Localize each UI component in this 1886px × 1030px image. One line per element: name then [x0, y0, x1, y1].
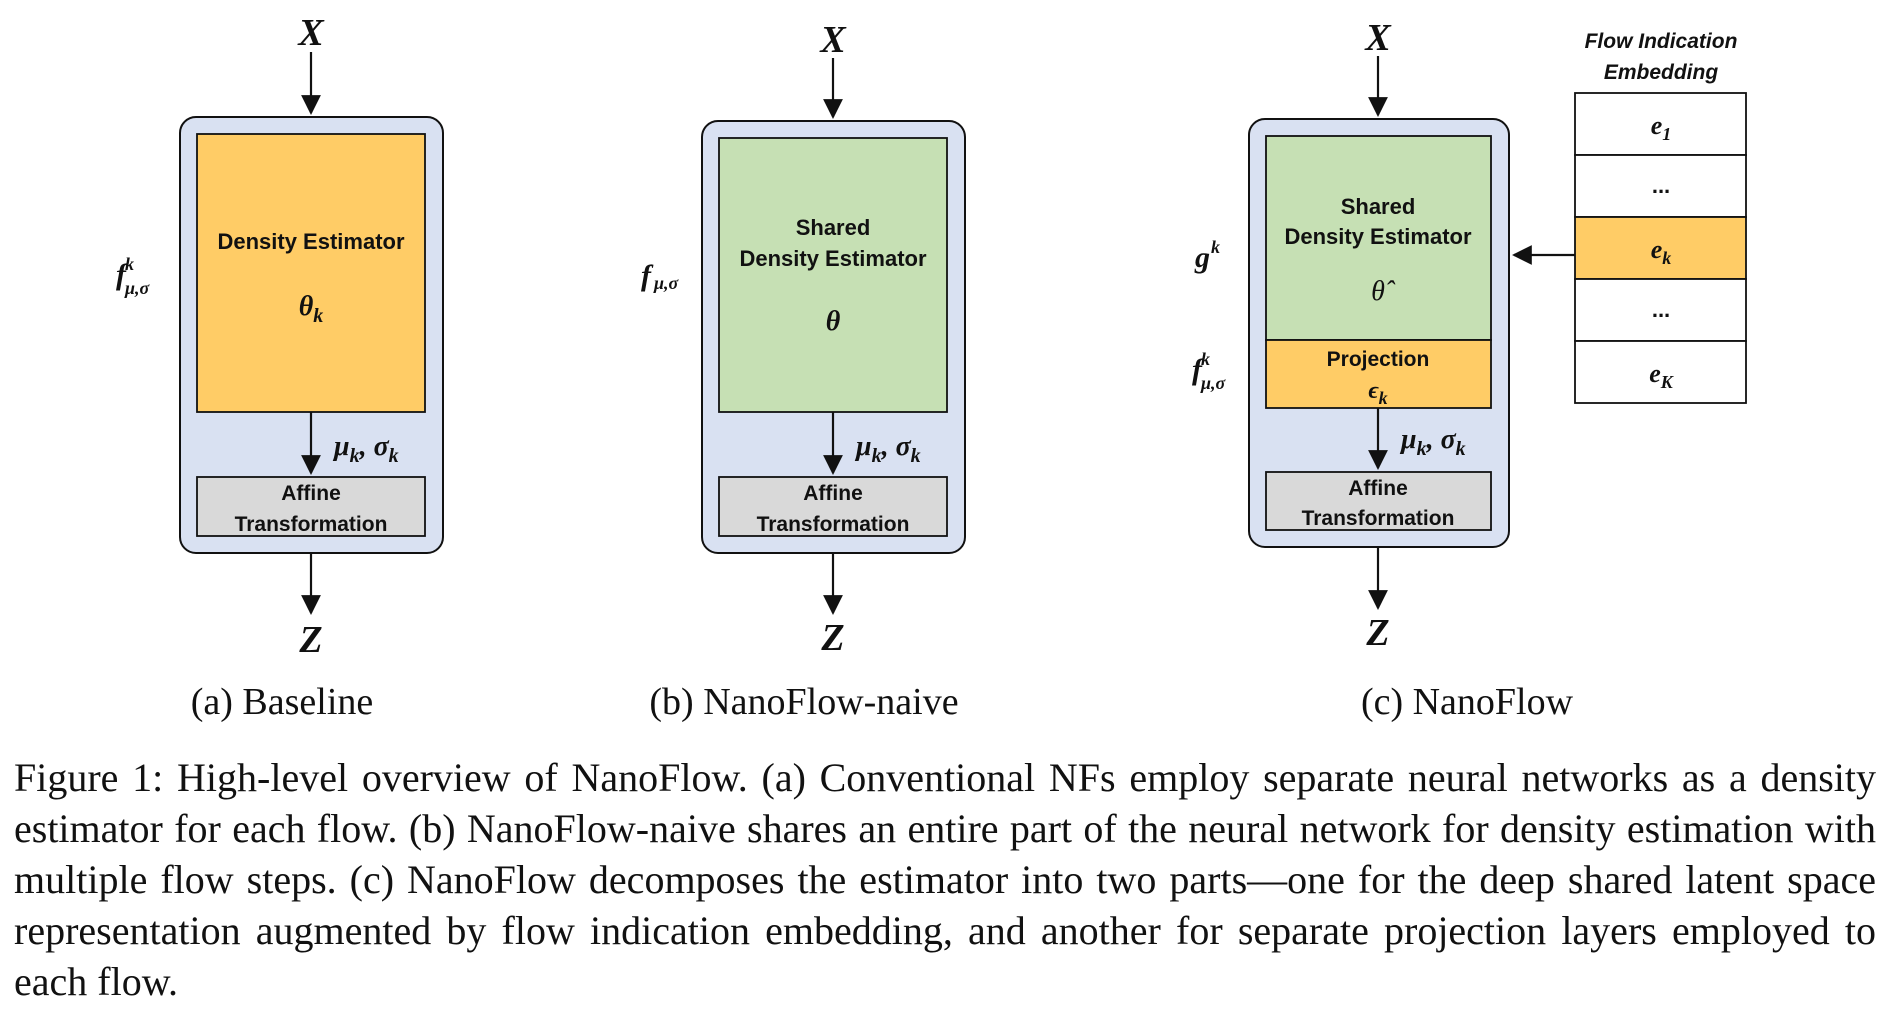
panel-b-affine-line1: Affine	[803, 482, 863, 505]
figure-diagram: X Density Estimator θk μk, σk Affine Tra…	[116, 12, 1747, 723]
panel-a-estimator-param: θk	[299, 291, 324, 327]
panel-c-projection-param: ϵk	[1368, 378, 1387, 408]
embedding-row-3-label: ek	[1651, 235, 1672, 268]
panel-a-affine-transformation	[196, 476, 426, 537]
panel-a-output-z: Z	[298, 619, 322, 661]
embedding-row-2	[1574, 154, 1747, 218]
panel-a-caption: (a) Baseline	[191, 681, 374, 723]
embedding-row-5-label: eK	[1649, 359, 1675, 392]
panel-c-caption: (c) NanoFlow	[1361, 681, 1574, 723]
panel-a-baseline: X Density Estimator θk μk, σk Affine Tra…	[116, 12, 444, 723]
panel-b-nanoflow-naive: X Shared Density Estimator θ μk, σk Affi…	[641, 19, 966, 723]
panel-a-affine-line2: Transformation	[235, 513, 388, 536]
embedding-row-2-label: ...	[1652, 173, 1670, 198]
panel-c-estimator-line1: Shared	[1341, 194, 1416, 219]
panel-c-affine-transformation	[1265, 471, 1492, 531]
embedding-row-3	[1574, 216, 1747, 280]
panel-c-shared-density-estimator	[1265, 135, 1492, 341]
panel-a-affine-line1: Affine	[281, 482, 341, 505]
panel-b-estimator-line1: Shared	[796, 215, 871, 240]
panel-c-output-z: Z	[1365, 612, 1389, 654]
panel-b-input-x: X	[819, 19, 847, 61]
panel-c-input-x: X	[1364, 17, 1392, 59]
panel-a-input-x: X	[297, 12, 325, 54]
panel-b-output-z: Z	[820, 617, 844, 659]
panel-c-affine-line2: Transformation	[1302, 507, 1455, 530]
panel-b-estimator-line2: Density Estimator	[739, 246, 926, 271]
panel-b-affine-transformation	[718, 476, 948, 537]
embedding-table: e1 ... ek ... eK	[1574, 92, 1747, 404]
panel-c-projection-label: Projection	[1327, 348, 1430, 371]
panel-c-mu-sigma-label: μk, σk	[1399, 424, 1466, 460]
panel-a-estimator-title: Density Estimator	[217, 229, 404, 254]
panel-b-caption: (b) NanoFlow-naive	[649, 681, 958, 723]
embedding-title-line2: Embedding	[1604, 61, 1719, 84]
embedding-row-1	[1574, 92, 1747, 156]
panel-b-estimator-param: θ	[826, 306, 841, 337]
panel-c-projection	[1265, 339, 1492, 409]
embedding-row-5	[1574, 340, 1747, 404]
panel-c-nanoflow: X Shared Density Estimator θ̂ Projection…	[1192, 17, 1747, 723]
panel-b-shared-density-estimator	[718, 137, 948, 413]
embedding-row-4	[1574, 278, 1747, 342]
embedding-row-1-label: e1	[1651, 111, 1672, 144]
panel-a-density-estimator	[196, 133, 426, 413]
embedding-title-line1: Flow Indication	[1585, 30, 1738, 53]
panel-a-mu-sigma-label: μk, σk	[332, 431, 399, 467]
figure-caption: Figure 1: High-level overview of NanoFlo…	[14, 755, 1876, 1004]
panel-c-estimator-line2: Density Estimator	[1284, 224, 1471, 249]
panel-b-mu-sigma-label: μk, σk	[854, 431, 921, 467]
embedding-row-4-label: ...	[1652, 297, 1670, 322]
panel-c-side-function-g: gk	[1194, 237, 1220, 274]
panel-b-affine-line2: Transformation	[757, 513, 910, 536]
panel-c-affine-line1: Affine	[1348, 477, 1408, 500]
